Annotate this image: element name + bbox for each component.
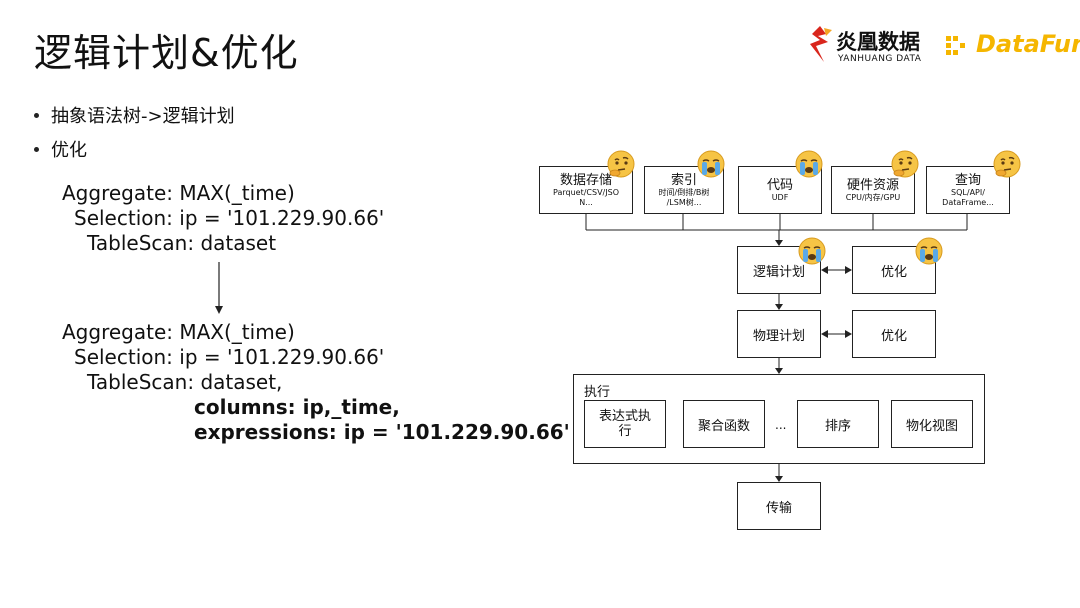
exec-op-label: 排序 [824,418,851,434]
transfer-label: 传输 [765,500,792,516]
page-title: 逻辑计划&优化 [34,31,299,75]
physical-optimize-box: 优化 [852,310,936,358]
bullet-dot [34,146,39,152]
bullet-dot [34,112,39,118]
source-sub: Parquet/CSV/JSO [553,187,619,197]
plan-before-line-2: Selection: ip = '101.229.90.66' [74,206,385,230]
bullet-item-ast: 抽象语法树->逻辑计划 [34,102,235,128]
thinking-emoji-icon [993,150,1021,178]
source-sub: 时间/倒排/B树 [658,187,710,197]
execute-label: 执行 [584,385,611,400]
source-title: 硬件资源 [846,177,899,193]
exec-op-ellipsis: ... [775,418,787,432]
exec-op-aggregate: 聚合函数 [683,400,765,448]
bullet-item-optimize: 优化 [34,136,87,162]
source-sub: UDF [771,192,789,202]
source-sub: DataFrame... [942,197,994,207]
plan-after-line-3: TableScan: dataset, [87,370,283,394]
yanhuang-logo-mark [810,26,832,62]
source-title: 索引 [670,172,697,188]
plan-after-expressions: expressions: ip = '101.229.90.66' [194,420,570,444]
plan-before-line-3: TableScan: dataset [87,231,277,255]
exec-op-materialized-view: 物化视图 [891,400,973,448]
datafun-logo: DataFun. [944,30,1080,62]
thinking-emoji-icon [607,150,635,178]
source-sub: SQL/API/ [951,187,985,197]
datafun-name: DataFun. [976,30,1080,58]
plan-after-line-2: Selection: ip = '101.229.90.66' [74,345,385,369]
source-sub: CPU/内存/GPU [845,192,901,202]
thinking-emoji-icon [891,150,919,178]
exec-op-sort: 排序 [797,400,879,448]
logical-optimize-label: 优化 [880,264,907,280]
physical-plan-box: 物理计划 [737,310,821,358]
exec-op-label: 聚合函数 [697,418,750,434]
yanhuang-logo: 炎凰数据 YANHUANG DATA [806,24,926,70]
physical-optimize-label: 优化 [880,328,907,344]
physical-plan-label: 物理计划 [752,328,805,344]
exec-op-label: 表达式执行 [598,409,651,439]
plan-before-line-1: Aggregate: MAX(_time) [62,181,295,205]
crying-emoji-icon [915,237,943,265]
source-sub: /LSM树... [666,197,702,207]
crying-emoji-icon [798,237,826,265]
source-title: 查询 [954,172,981,188]
yanhuang-name: 炎凰数据 [836,30,920,54]
crying-emoji-icon [697,150,725,178]
transfer-box: 传输 [737,482,821,530]
exec-op-label: 物化视图 [905,418,958,434]
plan-after-columns: columns: ip,_time, [194,395,400,419]
yanhuang-name-en: YANHUANG DATA [838,54,922,64]
bullet-text: 优化 [51,140,87,161]
datafun-logo-mark [946,36,965,55]
source-data-storage: 数据存储 Parquet/CSV/JSO N... [539,166,633,214]
source-title: 数据存储 [559,172,612,188]
source-sub: N... [579,197,593,207]
source-title: 代码 [766,177,793,193]
crying-emoji-icon [795,150,823,178]
exec-op-expression: 表达式执行 [584,400,666,448]
logical-plan-label: 逻辑计划 [752,264,805,280]
plan-after-line-1: Aggregate: MAX(_time) [62,320,295,344]
bullet-text: 抽象语法树->逻辑计划 [51,106,235,127]
